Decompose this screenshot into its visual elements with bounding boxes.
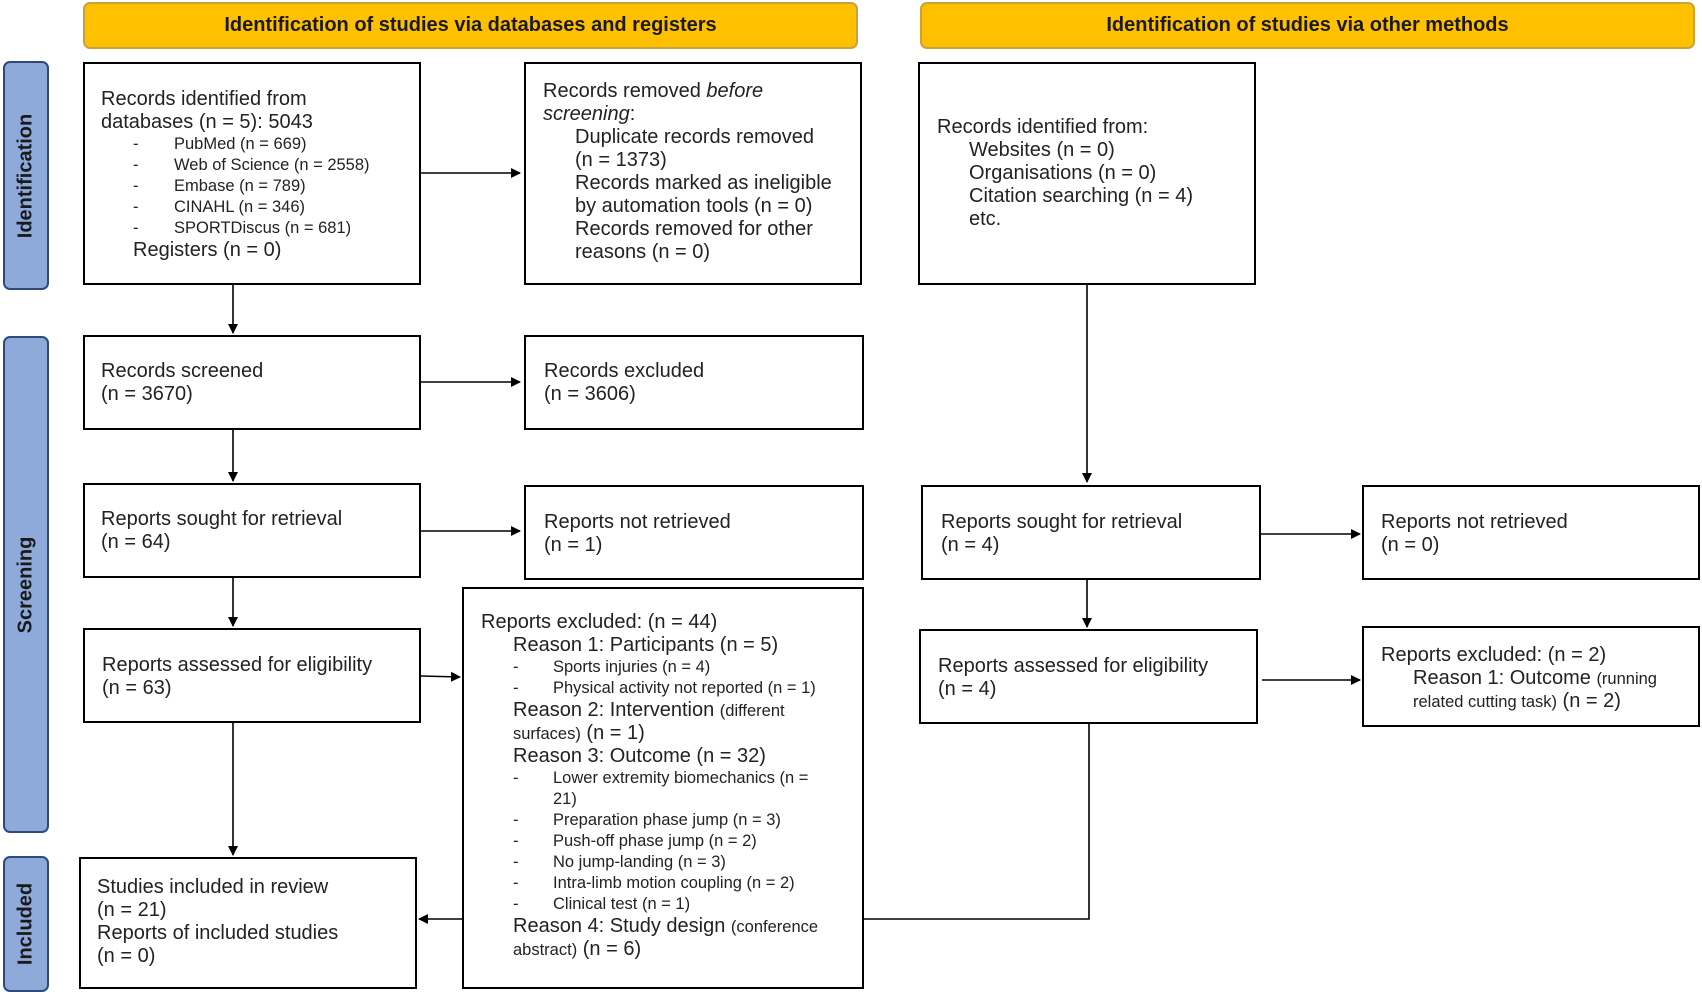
other-records-line: Websites (n = 0) bbox=[969, 139, 1115, 161]
arrow-assessed-to-excluded bbox=[420, 671, 461, 682]
db-source-item: Embase (n = 789) bbox=[85, 176, 419, 197]
other-reports-excluded-box: Reports excluded: (n = 2) Reason 1: Outc… bbox=[1362, 626, 1700, 727]
other-assessed-box: Reports assessed for eligibility (n = 4) bbox=[919, 629, 1258, 724]
phase-included: Included bbox=[3, 856, 49, 992]
records-removed-line: Records removed for other bbox=[575, 218, 813, 240]
records-excluded-label: Records excluded bbox=[544, 360, 705, 382]
records-removed-line: Records marked as ineligible bbox=[575, 172, 832, 194]
db-excluded-item: Physical activity not reported (n = 1) bbox=[481, 678, 862, 699]
other-records-line: Citation searching (n = 4) bbox=[969, 185, 1194, 207]
other-assessed-count: (n = 4) bbox=[938, 678, 997, 700]
db-sought-label: Reports sought for retrieval bbox=[101, 508, 343, 530]
db-source-item: Web of Science (n = 2558) bbox=[85, 155, 419, 176]
db-excluded-reason: Reason 1: Participants (n = 5) bbox=[513, 634, 779, 656]
db-excluded-item: Clinical test (n = 1) bbox=[481, 894, 862, 915]
db-excluded-reason: Reason 2: Intervention (different bbox=[513, 699, 785, 721]
other-excluded-reason-cont: related cutting task) (n = 2) bbox=[1413, 690, 1621, 712]
phase-screening: Screening bbox=[3, 336, 49, 833]
line-other-assessed-to-included bbox=[864, 724, 1090, 920]
other-not-retrieved-label: Reports not retrieved bbox=[1381, 511, 1568, 533]
db-excluded-item-cont: 21) bbox=[553, 790, 577, 808]
db-excluded-reason: Reason 4: Study design (conference bbox=[513, 915, 819, 937]
db-assessed-label: Reports assessed for eligibility bbox=[102, 654, 373, 676]
db-source-item: SPORTDiscus (n = 681) bbox=[85, 218, 419, 239]
db-registers: Registers (n = 0) bbox=[133, 239, 282, 261]
records-removed-box: Records removed before screening: Duplic… bbox=[524, 62, 862, 285]
records-removed-title: Records removed before bbox=[543, 80, 764, 102]
db-assessed-box: Reports assessed for eligibility (n = 63… bbox=[83, 628, 421, 723]
db-reports-excluded-box: Reports excluded: (n = 44) Reason 1: Par… bbox=[462, 587, 864, 989]
records-removed-line: reasons (n = 0) bbox=[575, 241, 711, 263]
other-records-line: etc. bbox=[969, 208, 1002, 230]
db-assessed-count: (n = 63) bbox=[102, 677, 172, 699]
records-removed-title-cont: screening: bbox=[543, 103, 636, 125]
db-excluded-reason: Reason 3: Outcome (n = 32) bbox=[513, 745, 766, 767]
other-records-identified-box: Records identified from: Websites (n = 0… bbox=[918, 62, 1256, 285]
included-studies-label: Studies included in review bbox=[97, 876, 329, 898]
records-removed-line: Duplicate records removed bbox=[575, 126, 814, 148]
db-source-item: PubMed (n = 669) bbox=[85, 134, 419, 155]
db-excluded-title: Reports excluded: (n = 44) bbox=[481, 611, 718, 633]
records-removed-line: (n = 1373) bbox=[575, 149, 667, 171]
phase-identification: Identification bbox=[3, 61, 49, 290]
included-reports-count: (n = 0) bbox=[97, 945, 156, 967]
db-excluded-item: Push-off phase jump (n = 2) bbox=[481, 831, 862, 852]
records-excluded-box: Records excluded (n = 3606) bbox=[524, 335, 864, 430]
db-records-identified-box: Records identified from databases (n = 5… bbox=[83, 62, 421, 285]
db-source-item: CINAHL (n = 346) bbox=[85, 197, 419, 218]
db-excluded-item: Preparation phase jump (n = 3) bbox=[481, 810, 862, 831]
records-screened-box: Records screened (n = 3670) bbox=[83, 335, 421, 430]
records-excluded-count: (n = 3606) bbox=[544, 383, 636, 405]
db-not-retrieved-count: (n = 1) bbox=[544, 534, 603, 556]
other-assessed-label: Reports assessed for eligibility bbox=[938, 655, 1209, 677]
header-databases: Identification of studies via databases … bbox=[83, 2, 858, 49]
db-not-retrieved-box: Reports not retrieved (n = 1) bbox=[524, 485, 864, 580]
db-excluded-item: Lower extremity biomechanics (n = bbox=[481, 768, 862, 789]
other-sought-label: Reports sought for retrieval bbox=[941, 511, 1183, 533]
other-records-title: Records identified from: bbox=[937, 116, 1149, 138]
db-excluded-item: No jump-landing (n = 3) bbox=[481, 852, 862, 873]
header-other-methods: Identification of studies via other meth… bbox=[920, 2, 1695, 49]
other-excluded-title: Reports excluded: (n = 2) bbox=[1381, 644, 1607, 666]
db-not-retrieved-label: Reports not retrieved bbox=[544, 511, 731, 533]
db-sought-box: Reports sought for retrieval (n = 64) bbox=[83, 483, 421, 578]
included-studies-count: (n = 21) bbox=[97, 899, 167, 921]
db-sought-count: (n = 64) bbox=[101, 531, 171, 553]
included-studies-box: Studies included in review (n = 21) Repo… bbox=[79, 857, 417, 989]
other-not-retrieved-count: (n = 0) bbox=[1381, 534, 1440, 556]
records-screened-count: (n = 3670) bbox=[101, 383, 193, 405]
records-removed-line: by automation tools (n = 0) bbox=[575, 195, 813, 217]
db-excluded-reason-cont: surfaces) (n = 1) bbox=[513, 722, 645, 744]
other-excluded-reason: Reason 1: Outcome (running bbox=[1413, 667, 1657, 689]
included-reports-label: Reports of included studies bbox=[97, 922, 339, 944]
other-sought-count: (n = 4) bbox=[941, 534, 1000, 556]
db-excluded-item: Sports injuries (n = 4) bbox=[481, 657, 862, 678]
db-records-line2: databases (n = 5): 5043 bbox=[101, 111, 313, 133]
db-excluded-item: Intra-limb motion coupling (n = 2) bbox=[481, 873, 862, 894]
other-sought-box: Reports sought for retrieval (n = 4) bbox=[921, 485, 1261, 580]
records-screened-label: Records screened bbox=[101, 360, 264, 382]
other-records-line: Organisations (n = 0) bbox=[969, 162, 1157, 184]
other-not-retrieved-box: Reports not retrieved (n = 0) bbox=[1362, 485, 1700, 580]
db-records-line1: Records identified from bbox=[101, 88, 307, 110]
db-excluded-reason-cont: abstract) (n = 6) bbox=[513, 938, 642, 960]
